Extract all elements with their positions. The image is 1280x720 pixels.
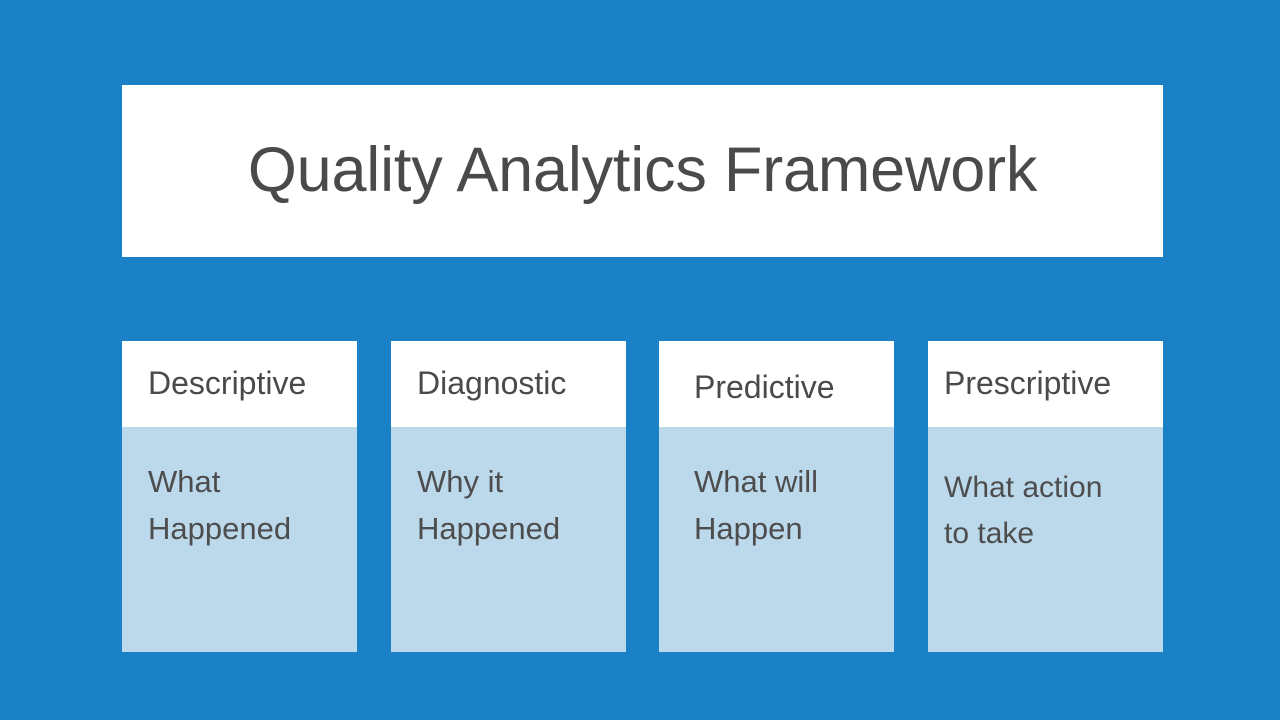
analytics-card-prescriptive[interactable]: Prescriptive What action to take <box>928 341 1163 652</box>
analytics-card-row: Descriptive What Happened Diagnostic Why… <box>122 341 1163 652</box>
card-header-prescriptive: Prescriptive <box>928 341 1163 427</box>
card-body-diagnostic: Why it Happened <box>391 427 626 652</box>
card-description-diagnostic: Why it Happened <box>417 464 561 547</box>
card-header-diagnostic: Diagnostic <box>391 341 626 427</box>
card-title-predictive: Predictive <box>694 369 835 405</box>
card-body-predictive: What will Happen <box>659 427 894 652</box>
card-body-prescriptive: What action to take <box>928 427 1163 652</box>
page-title: Quality Analytics Framework <box>247 134 1038 205</box>
card-header-predictive: Predictive <box>659 341 894 427</box>
card-description-descriptive: What Happened <box>148 464 292 547</box>
card-title-descriptive: Descriptive <box>148 365 307 401</box>
card-header-descriptive: Descriptive <box>122 341 357 427</box>
analytics-card-diagnostic[interactable]: Diagnostic Why it Happened <box>391 341 626 652</box>
card-body-descriptive: What Happened <box>122 427 357 652</box>
analytics-card-descriptive[interactable]: Descriptive What Happened <box>122 341 357 652</box>
card-description-prescriptive: What action to take <box>944 471 1103 550</box>
title-panel: Quality Analytics Framework <box>122 85 1163 257</box>
card-title-diagnostic: Diagnostic <box>417 365 567 401</box>
card-title-prescriptive: Prescriptive <box>944 365 1112 401</box>
card-description-predictive: What will Happen <box>694 464 819 547</box>
analytics-card-predictive[interactable]: Predictive What will Happen <box>659 341 894 652</box>
